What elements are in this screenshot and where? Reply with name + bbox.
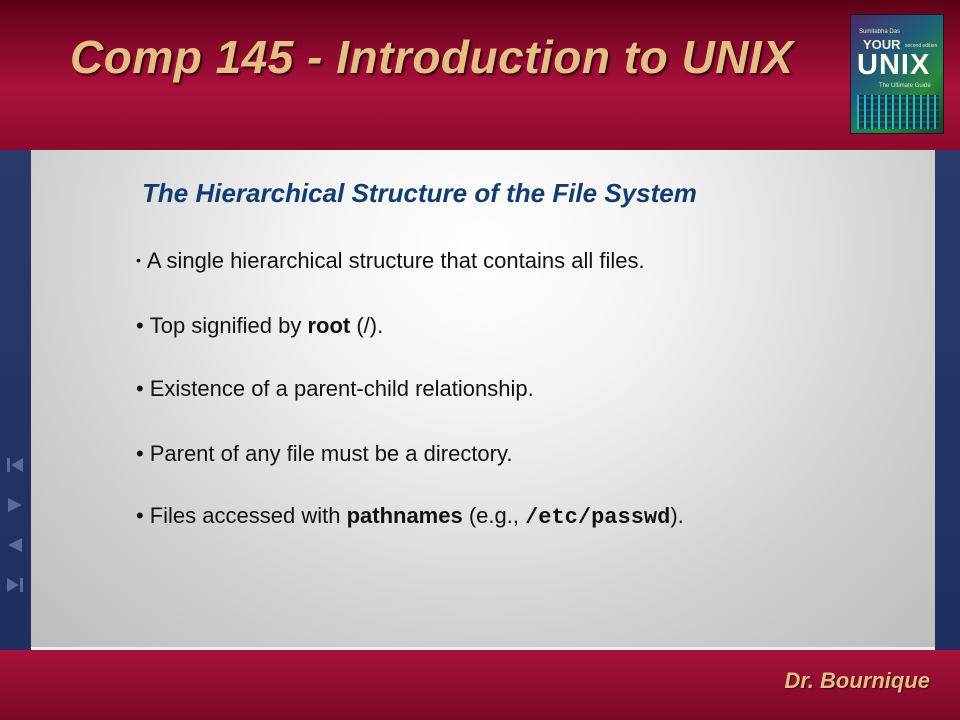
book-cover-image: Sumitabha Das second edition YOUR UNIX T… [850, 14, 944, 134]
next-slide-icon[interactable] [2, 492, 28, 518]
bullet-item: •Top signified by root (/). [136, 313, 383, 339]
bullet-code-path: /etc/passwd [525, 505, 671, 530]
slide-header: Comp 145 - Introduction to UNIX Sumitabh… [0, 0, 960, 150]
slide-footer: Dr. Bournique [0, 650, 960, 720]
bullet-text: ). [670, 503, 684, 528]
bullet-text: Top signified by [149, 313, 308, 338]
bullet-item: •Parent of any file must be a directory. [136, 441, 512, 467]
previous-slide-icon[interactable] [2, 532, 28, 558]
book-author: Sumitabha Das [859, 29, 901, 35]
bullet-dot: • [136, 503, 144, 528]
bullet-dot: • [136, 313, 144, 338]
bullet-text: Parent of any file must be a directory. [149, 441, 513, 466]
course-title: Comp 145 - Introduction to UNIX [70, 31, 794, 83]
right-decorative-strip [935, 150, 960, 650]
book-edition: second edition [905, 43, 938, 49]
bullet-dot: • [136, 376, 144, 401]
bullet-item: •Files accessed with pathnames (e.g., /e… [136, 503, 684, 530]
book-subtitle: The Ultimate Guide [879, 83, 931, 89]
last-slide-icon[interactable] [2, 572, 28, 598]
book-unix-text: UNIX [857, 49, 931, 81]
book-cover-art [857, 95, 939, 129]
presenter-name: Dr. Bournique [784, 668, 930, 693]
slide-content: The Hierarchical Structure of the File S… [31, 150, 935, 650]
bullet-bold-term: pathnames [346, 503, 463, 528]
bullet-text: Existence of a parent-child relationship… [149, 376, 534, 401]
bullet-bold-term: root [307, 313, 351, 338]
bullet-text: Files accessed with [149, 503, 347, 528]
book-your-text: YOUR [863, 37, 901, 52]
bullet-dot: • [136, 441, 144, 466]
bullet-text: (/). [350, 313, 384, 338]
slide-title: The Hierarchical Structure of the File S… [142, 178, 697, 208]
navigation-strip [0, 150, 31, 650]
bullet-dot: • [136, 252, 141, 268]
bullet-text: A single hierarchical structure that con… [146, 248, 645, 273]
bullet-item: • A single hierarchical structure that co… [136, 248, 645, 274]
first-slide-icon[interactable] [2, 452, 28, 478]
bullet-text: (e.g., [462, 503, 526, 528]
bullet-item: •Existence of a parent-child relationshi… [136, 376, 534, 402]
